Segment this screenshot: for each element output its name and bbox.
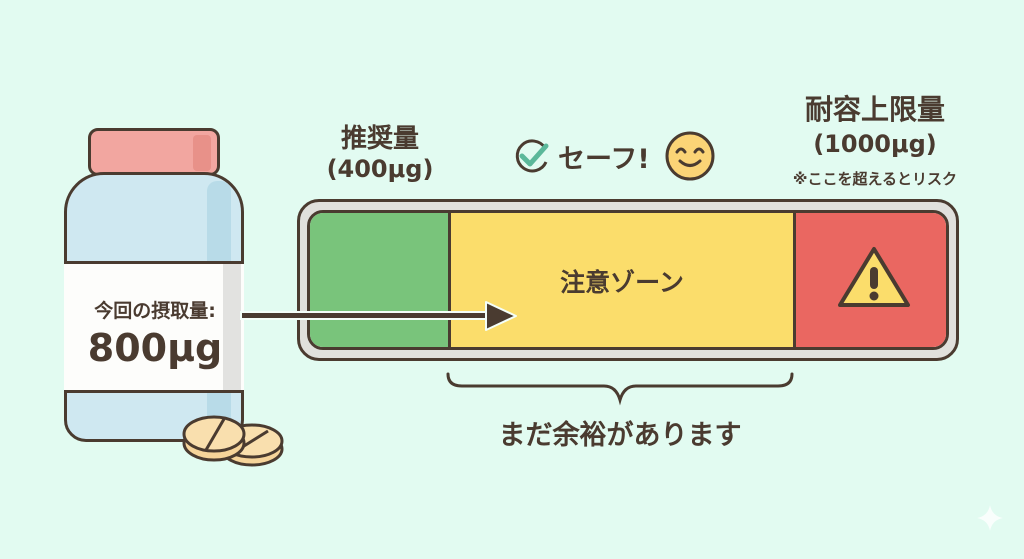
status-indicator: セーフ!: [512, 130, 716, 182]
bottle-label: [64, 261, 244, 393]
intake-arrow-line: [242, 313, 492, 318]
recommended-title: 推奨量: [340, 124, 419, 154]
smiley-face-icon: [665, 131, 715, 181]
intake-value: 800μg: [87, 326, 223, 370]
intake-arrow-head-icon: [485, 301, 517, 331]
upper-limit-title: 耐容上限量: [804, 93, 945, 126]
status-text: セーフ!: [558, 143, 650, 175]
recommended-value: (400μg): [326, 155, 434, 183]
upper-limit-value: (1000μg): [813, 130, 937, 158]
range-brace-icon: [446, 372, 794, 406]
risk-zone: [796, 213, 946, 347]
intake-scale-bar: 注意ゾーン: [307, 210, 949, 350]
caution-zone: 注意ゾーン: [451, 213, 796, 347]
tablets-icon: [182, 415, 284, 467]
intake-label: 今回の摂取量:: [94, 300, 216, 322]
check-circle-icon: [515, 139, 549, 173]
caution-zone-label: 注意ゾーン: [560, 268, 684, 297]
upper-limit-note: ※ここを超えるとリスク: [792, 170, 958, 188]
recommended-zone: [310, 213, 451, 347]
sparkle-icon: [977, 505, 1003, 531]
warning-triangle-icon: [838, 247, 910, 307]
bottle-cap: [88, 128, 220, 176]
margin-note: まだ余裕があります: [498, 420, 742, 451]
